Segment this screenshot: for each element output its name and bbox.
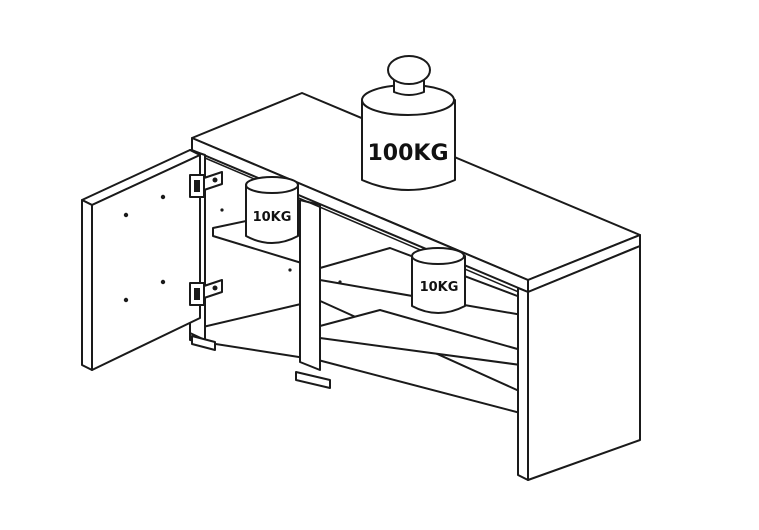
hinge-top (189, 171, 223, 198)
center-divider (299, 199, 321, 371)
shelf-pin-holes (220, 208, 342, 284)
weight-100kg: 100KG (361, 55, 456, 191)
weight-10kg-right-label: 10KG (420, 280, 459, 295)
cabinet-feet (191, 335, 331, 389)
cabinet-door (81, 149, 201, 371)
weight-10kg-left-label: 10KG (253, 210, 292, 225)
weight-100kg-label: 100KG (367, 141, 448, 166)
weight-10kg-right: 10KG (411, 247, 466, 314)
hinge-bottom (189, 279, 223, 306)
right-side-panel (517, 245, 641, 481)
weight-10kg-left: 10KG (245, 176, 299, 244)
